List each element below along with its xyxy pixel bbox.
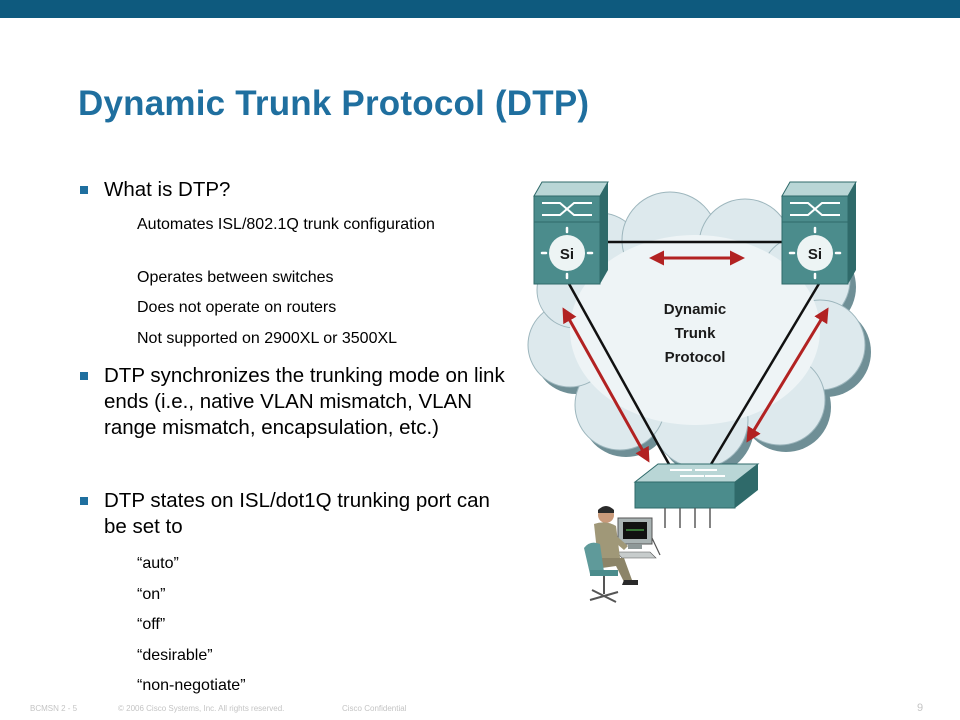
bullet-1: What is DTP?: [80, 177, 514, 203]
dtp-diagram: Dynamic Trunk Protocol: [520, 170, 880, 620]
cloud-label-line-2: Trunk: [675, 325, 716, 342]
footer-copyright: © 2006 Cisco Systems, Inc. All rights re…: [118, 704, 285, 713]
network-diagram-svg: Dynamic Trunk Protocol: [527, 181, 871, 603]
sub-bullet-1-4: Not supported on 2900XL or 3500XL: [137, 330, 398, 347]
bullet-2: DTP synchronizes the trunking mode on li…: [80, 363, 514, 441]
multilayer-switch-left: Si: [533, 181, 609, 285]
sub-bullet-1-2: Operates between switches: [137, 269, 334, 286]
top-banner: [0, 0, 960, 18]
user-workstation: [584, 506, 661, 603]
square-bullet-icon: [80, 372, 88, 380]
bullet-list: What is DTP? Automates ISL/802.1Q trunk …: [80, 177, 514, 694]
switch-left-label: Si: [560, 246, 574, 263]
bullet-3: DTP states on ISL/dot1Q trunking port ca…: [80, 488, 514, 540]
square-bullet-icon: [80, 497, 88, 505]
computer-monitor-icon: [615, 517, 657, 559]
footer-course: BCMSN 2 - 5: [30, 704, 78, 713]
arrow-right: [746, 307, 829, 443]
person-icon: [594, 506, 638, 585]
sub-bullet-3-2: “on”: [137, 586, 166, 603]
bullet-2-text: DTP synchronizes the trunking mode on li…: [104, 364, 505, 439]
cloud-label-line-1: Dynamic: [664, 301, 727, 318]
sub-bullet-1-1: Automates ISL/802.1Q trunk configuration: [137, 216, 435, 233]
footer-confidential: Cisco Confidential: [342, 704, 407, 713]
slide-title: Dynamic Trunk Protocol (DTP): [78, 84, 590, 123]
multilayer-switch-right: Si: [781, 181, 857, 285]
square-bullet-icon: [80, 186, 88, 194]
sub-bullet-3-5: “non-negotiate”: [137, 677, 246, 694]
arrow-left: [562, 307, 650, 463]
bullet-3-text: DTP states on ISL/dot1Q trunking port ca…: [104, 489, 490, 538]
sub-bullet-3-1: “auto”: [137, 555, 179, 572]
switch-right-label: Si: [808, 246, 822, 263]
dtp-arrows: [562, 250, 829, 463]
chair-icon: [584, 542, 619, 603]
page-number: 9: [917, 702, 924, 714]
sub-bullet-1-3: Does not operate on routers: [137, 299, 337, 316]
bullet-1-text: What is DTP?: [104, 178, 231, 201]
sub-bullet-3-4: “desirable”: [137, 647, 213, 664]
sub-bullet-3-3: “off”: [137, 616, 166, 633]
access-switch: [633, 463, 760, 528]
cloud-label-line-3: Protocol: [665, 349, 726, 366]
